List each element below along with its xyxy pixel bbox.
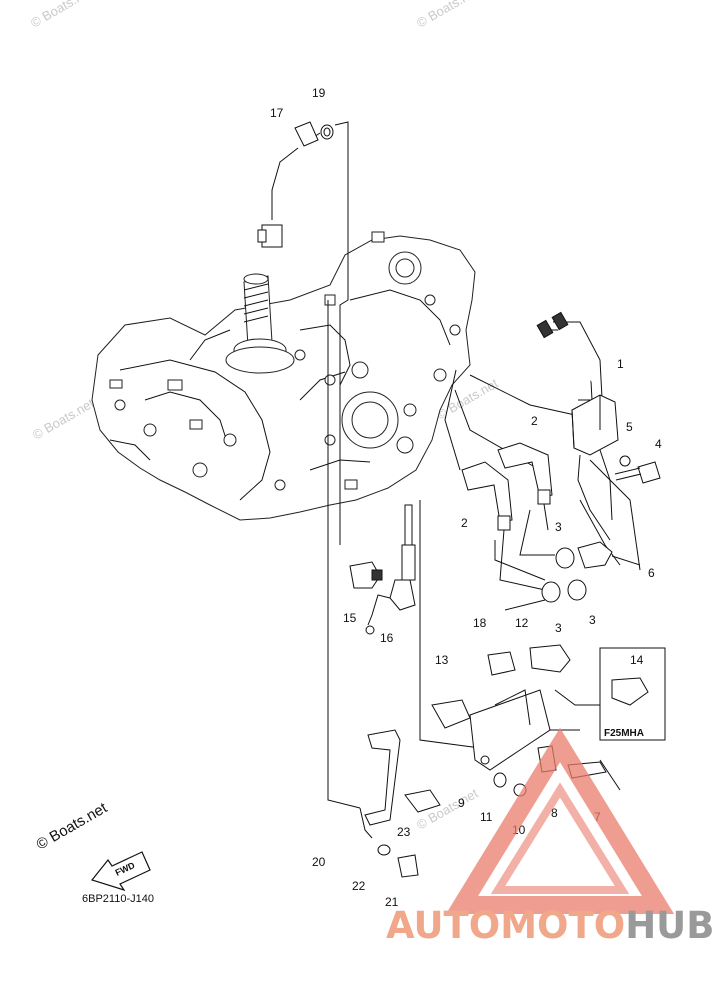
variant-part-number: 14 — [630, 653, 644, 667]
brand-text: AUTOMOTOHUB — [386, 904, 714, 947]
variant-model-label: F25MHA — [604, 728, 644, 739]
clamp-18 — [487, 651, 516, 676]
bracket-20 — [359, 729, 401, 839]
copyright-label: © Boats.net — [34, 799, 111, 853]
callout-5: 5 — [626, 420, 633, 434]
callout-15: 15 — [343, 611, 357, 625]
sender-lead — [257, 121, 319, 248]
clamp-23 — [404, 789, 441, 813]
callout-9: 9 — [458, 796, 465, 810]
callout-3b: 3 — [555, 621, 562, 635]
coil-bolt-and-washer — [614, 455, 661, 484]
bracket-9 — [469, 689, 551, 771]
callout-21: 21 — [385, 895, 399, 909]
grommets — [541, 541, 641, 603]
callout-22: 22 — [352, 879, 366, 893]
holder-13 — [431, 699, 471, 729]
callout-2a: 2 — [531, 414, 538, 428]
callout-3c: 3 — [589, 613, 596, 627]
brand-text-part2: HUB — [625, 904, 714, 947]
callout-13: 13 — [435, 653, 449, 667]
callout-20: 20 — [312, 855, 326, 869]
ignition-coil — [536, 311, 619, 541]
callout-1: 1 — [617, 357, 624, 371]
spark-plug-caps — [461, 442, 553, 591]
watermark-top-left: © Boats.net — [28, 0, 95, 31]
watermark-mid-left: © Boats.net — [30, 395, 97, 442]
engine-block — [91, 231, 476, 521]
callout-19: 19 — [312, 86, 326, 100]
o-ring — [320, 124, 334, 140]
bolt-21 — [397, 854, 419, 878]
callout-11: 11 — [480, 810, 493, 824]
washer-11 — [493, 772, 507, 788]
diagram-code: 6BP2110-J140 — [82, 893, 154, 905]
clamp-12 — [529, 644, 571, 673]
callout-6: 6 — [648, 566, 655, 580]
callout-17: 17 — [270, 106, 284, 120]
brand-text-part1: AUTOMOTO — [386, 904, 625, 947]
variant-box: F25MHA 14 — [599, 647, 666, 741]
fwd-arrow-icon: FWD — [90, 851, 151, 892]
callout-3a: 3 — [555, 520, 562, 534]
callout-16: 16 — [380, 631, 394, 645]
washer-22 — [377, 844, 391, 856]
callout-18: 18 — [473, 616, 487, 630]
callout-23: 23 — [397, 825, 411, 839]
brand-logo: AUTOMOTOHUB — [386, 727, 714, 947]
watermark-top-right: © Boats.net — [414, 0, 481, 31]
callout-12: 12 — [515, 616, 529, 630]
thermo-sensor — [349, 561, 383, 589]
callout-4: 4 — [655, 437, 662, 451]
callout-8: 8 — [551, 806, 558, 820]
callout-2b: 2 — [461, 516, 468, 530]
sensor-lead — [365, 504, 416, 635]
